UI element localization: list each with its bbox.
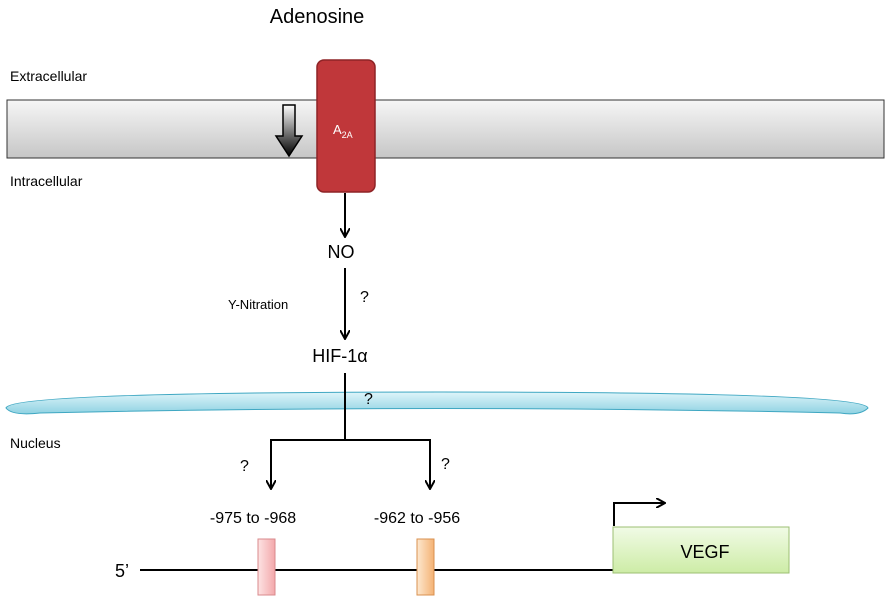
site2-label: -962 to -956 [374,510,460,527]
five-prime-label: 5’ [115,561,129,581]
nuclear-membrane [5,391,869,415]
receptor-label: A2A [333,122,353,140]
plasma-membrane [6,99,885,159]
question-mark-left-site: ? [240,458,249,475]
down-arrow-icon [274,104,304,158]
site1-label: -975 to -968 [210,510,296,527]
adenosine-label: Adenosine [270,6,365,28]
y-nitration-label: Y-Nitration [228,297,288,312]
question-mark-nitration: ? [360,289,369,306]
vegf-label: VEGF [680,542,729,562]
extracellular-label: Extracellular [10,68,87,84]
hif-label: HIF-1α [312,346,367,366]
binding-site-1 [257,538,276,596]
question-mark-right-site: ? [441,456,450,473]
a2a-receptor [316,59,376,193]
no-label: NO [328,242,355,262]
vegf-gene-box [612,526,790,574]
receptor-main-label: A [333,122,342,137]
transcription-start-arrow [613,503,664,526]
binding-site-2 [416,538,435,596]
receptor-sub-label: 2A [342,130,353,140]
question-mark-nucleus-entry: ? [364,391,373,408]
intracellular-label: Intracellular [10,173,83,189]
nucleus-label: Nucleus [10,435,61,451]
